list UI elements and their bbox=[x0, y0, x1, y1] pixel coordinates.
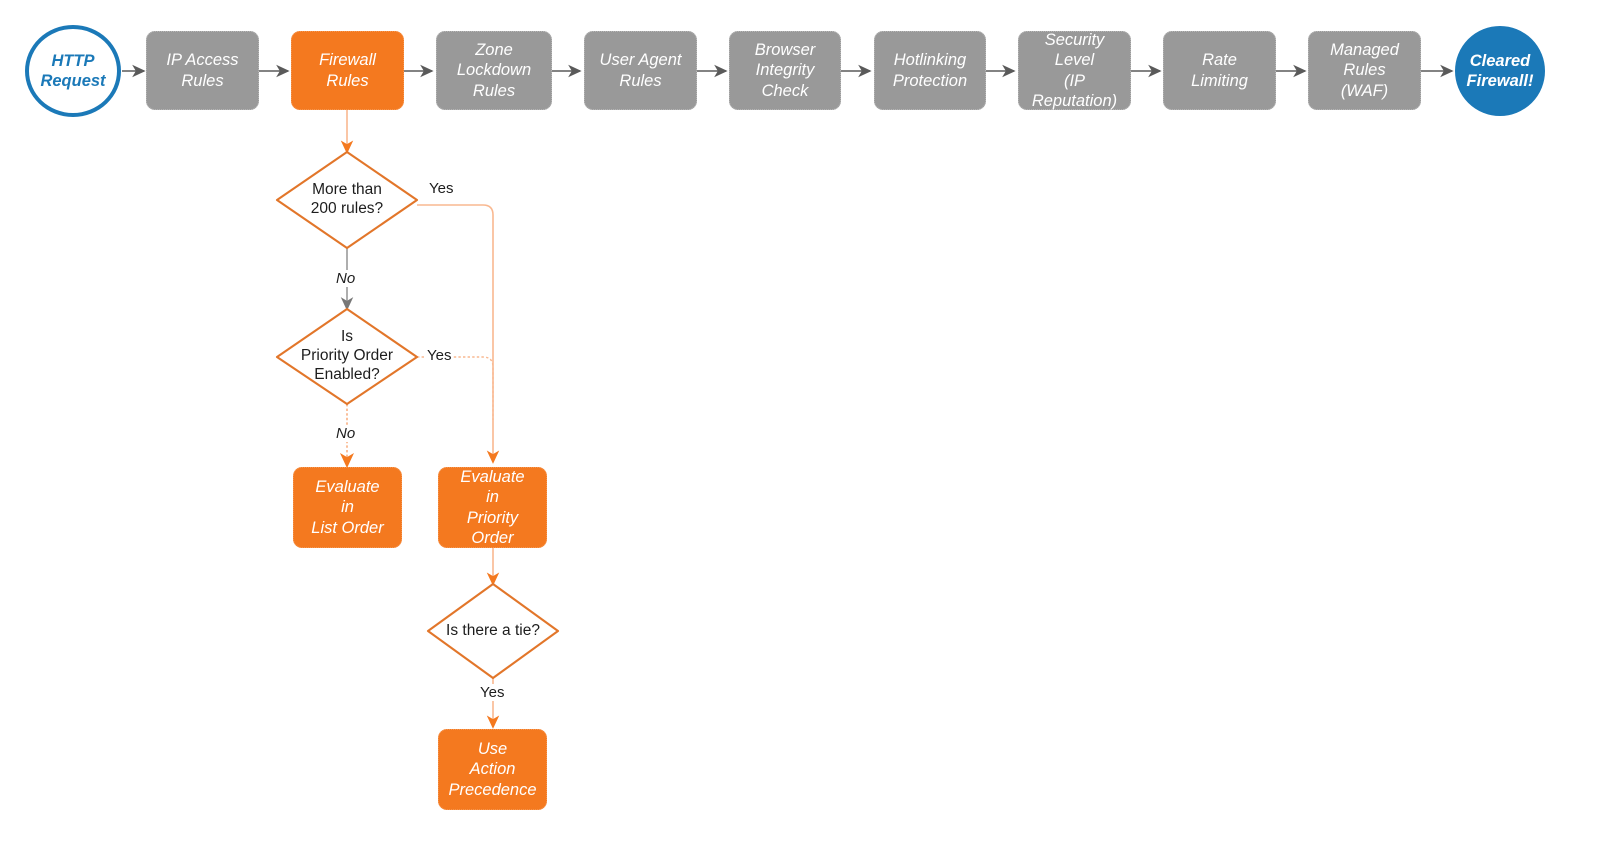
node-cleared-firewall-label: Cleared Firewall! bbox=[1466, 51, 1534, 90]
edge-label-priority-yes: Yes bbox=[425, 347, 454, 364]
edge-label-tie-yes: Yes bbox=[478, 684, 507, 701]
edge-decision-priority-yes bbox=[417, 356, 494, 420]
edge-label-decision-200-yes: Yes bbox=[427, 180, 456, 197]
node-http-request-label: HTTP Request bbox=[40, 51, 106, 90]
edge-label-priority-no: No bbox=[334, 425, 358, 442]
decision-is-there-a-tie-label: Is there a tie? bbox=[446, 621, 540, 639]
edge-decision-200-yes bbox=[417, 204, 500, 464]
node-cleared-firewall[interactable]: Cleared Firewall! bbox=[1455, 26, 1545, 116]
decision-is-there-a-tie[interactable]: Is there a tie? bbox=[428, 584, 558, 678]
node-http-request[interactable]: HTTP Request bbox=[25, 25, 121, 117]
edge-label-decision-200-no: No bbox=[334, 270, 358, 287]
